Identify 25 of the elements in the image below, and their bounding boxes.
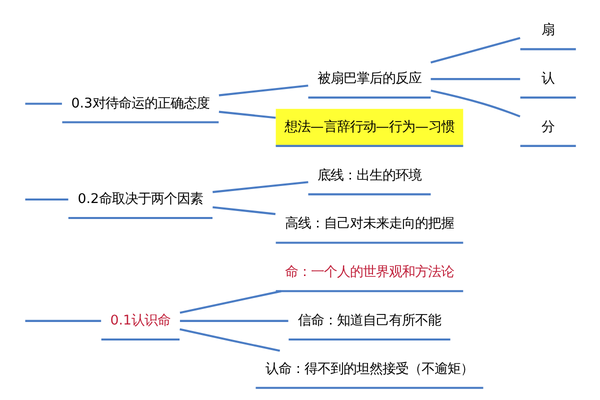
node-text: 0.3对待命运的正确态度: [71, 96, 210, 112]
connector: [212, 181, 308, 194]
node-text: 扇: [542, 23, 555, 38]
node-text: 认: [542, 72, 555, 87]
node-text: 底线：出生的环境: [317, 168, 422, 184]
node-text: 认命：得不到的坦然接受（不逾矩）: [265, 362, 474, 377]
connector: [180, 328, 280, 352]
connector: [430, 78, 520, 80]
connector: [25, 320, 102, 322]
connector: [25, 198, 68, 201]
node-text: 信命：知道自己有所不能: [298, 313, 441, 328]
connector: [180, 320, 288, 322]
connector: [218, 110, 276, 119]
node-text: 0.2命取决于两个因素: [78, 192, 204, 207]
connector: [25, 102, 62, 105]
node-text: 分: [542, 120, 555, 135]
connector: [430, 90, 520, 118]
node-text: 0.1认识命: [110, 313, 171, 328]
node-text: 命：一个人的世界观和方法论: [284, 265, 454, 280]
node-text: 被扇巴掌后的反应: [317, 72, 422, 87]
connector: [180, 290, 282, 314]
connector: [430, 37, 520, 64]
node-text: 高线：自己对未来走向的把握: [284, 216, 454, 232]
connector: [212, 206, 276, 216]
connector: [218, 84, 308, 96]
